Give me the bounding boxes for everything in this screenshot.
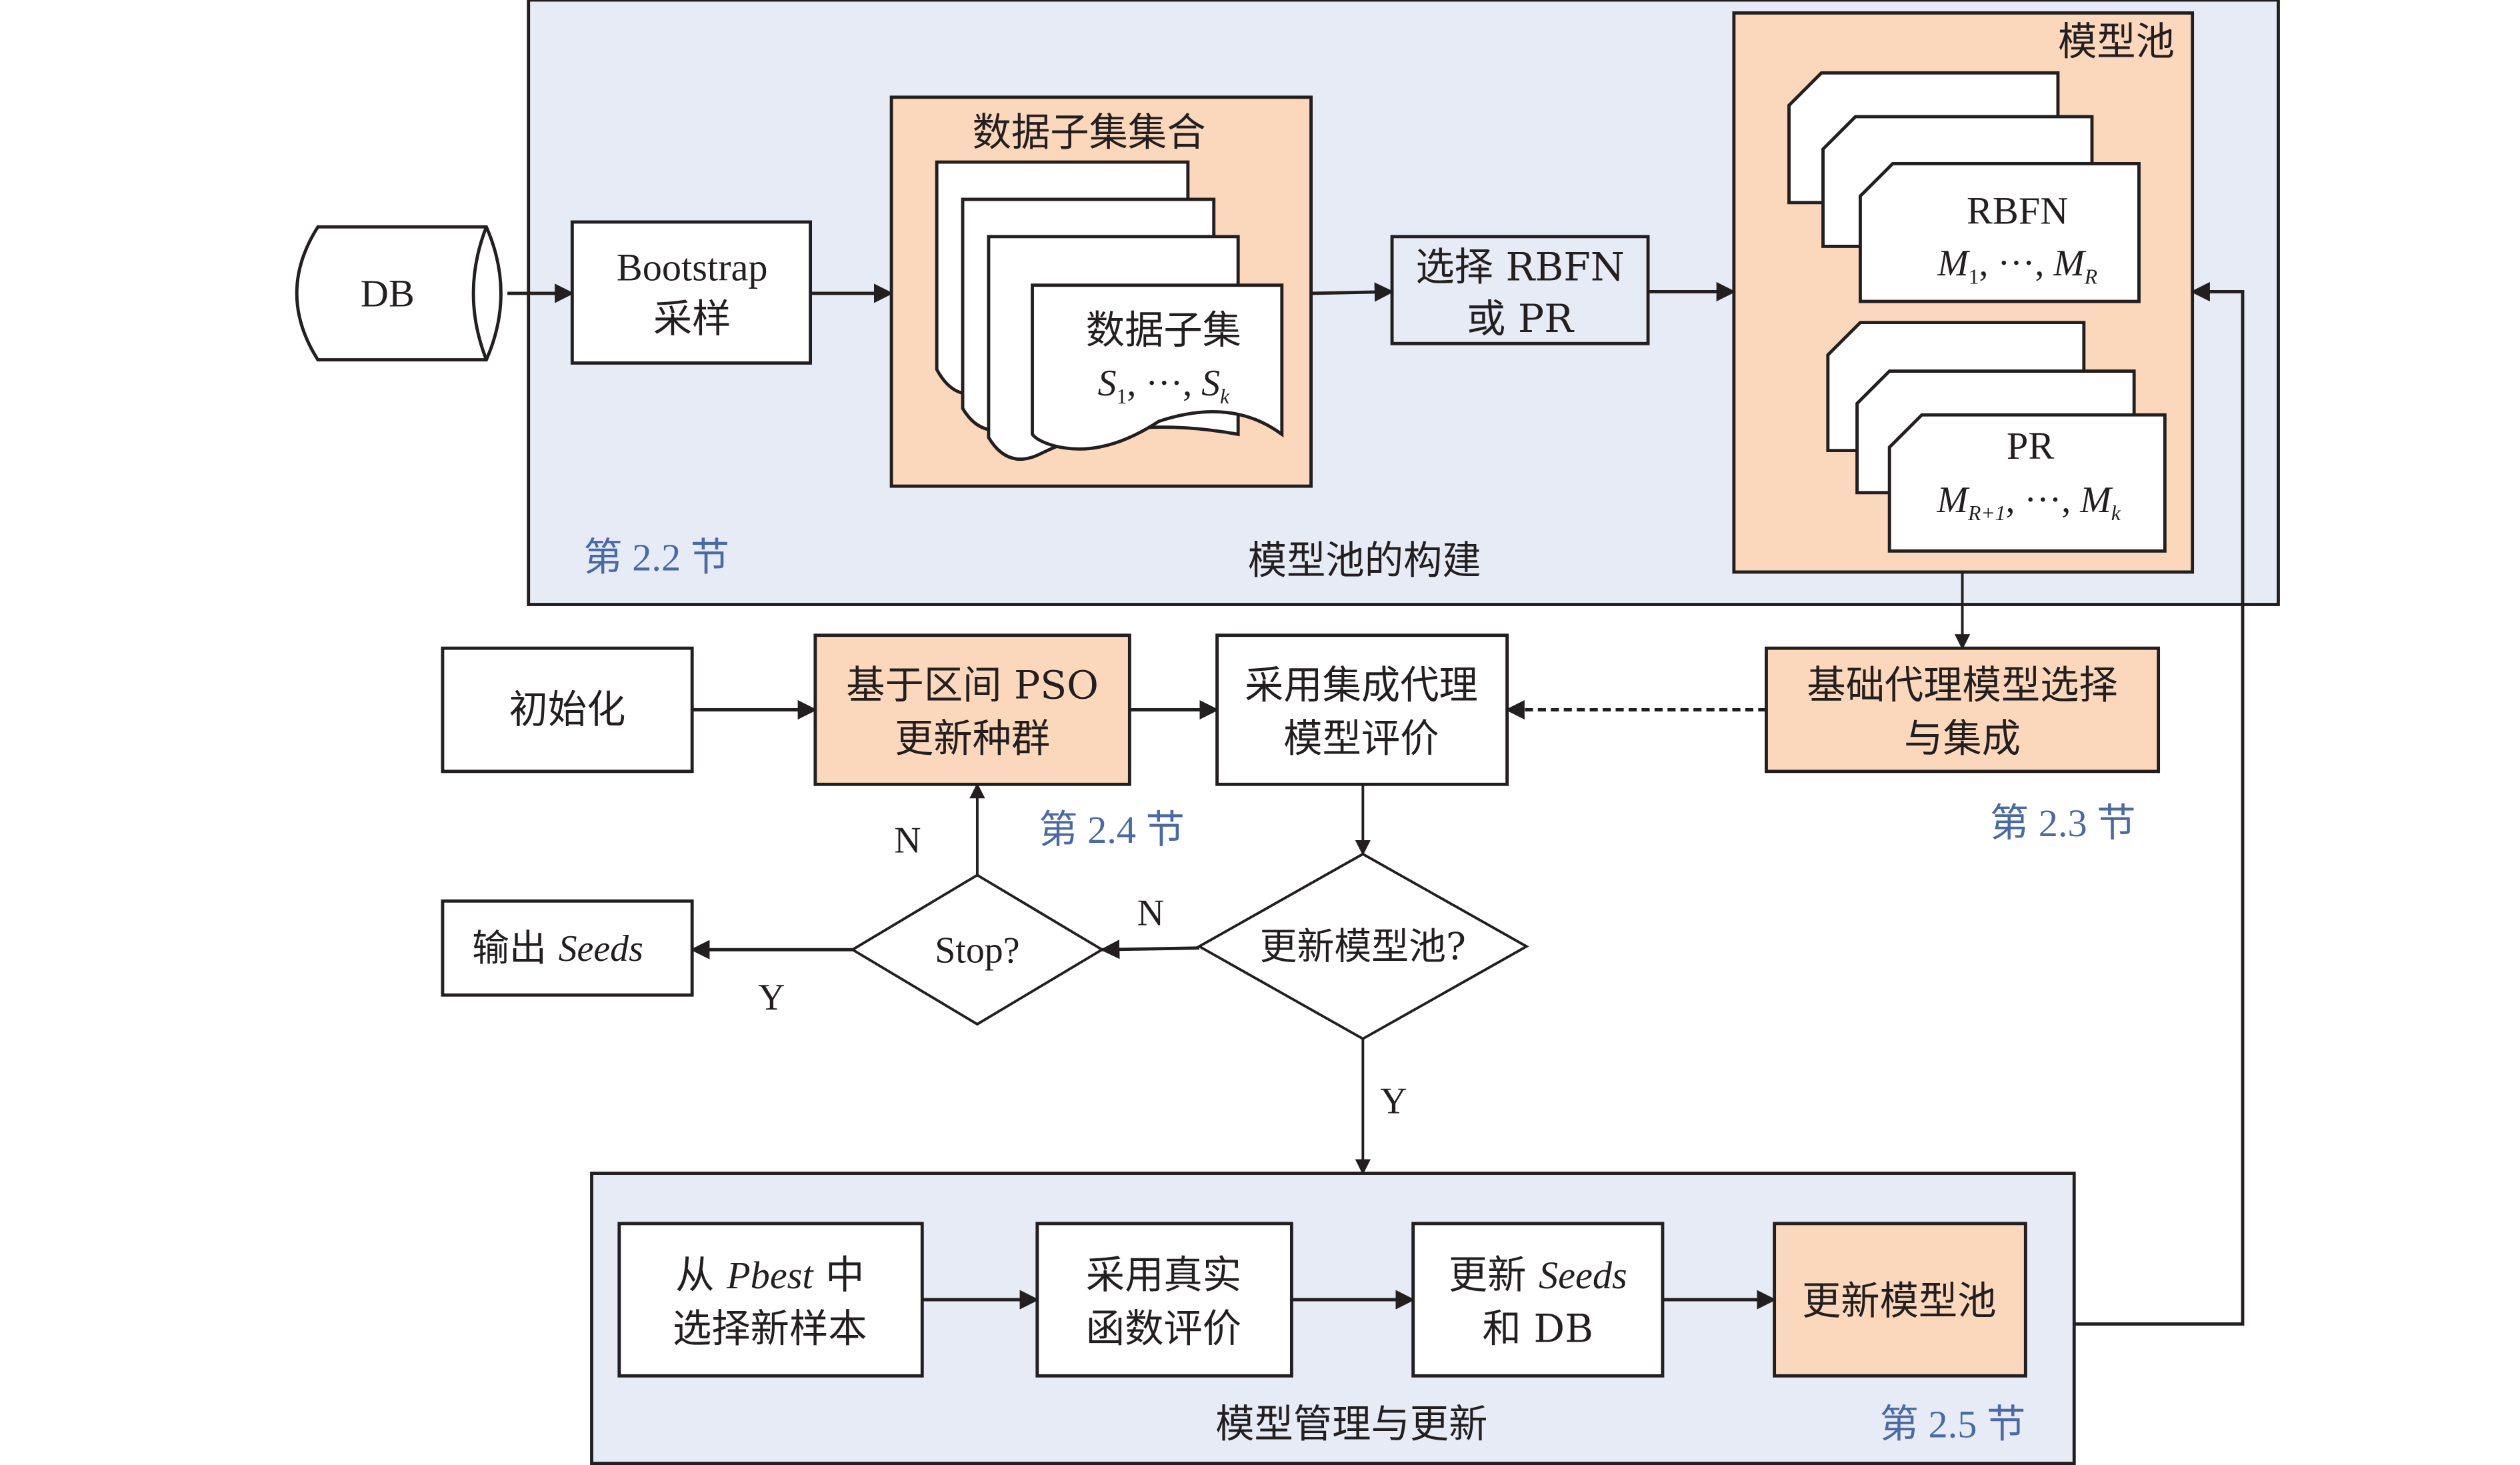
init-label: 初始化 [509,687,626,732]
edge-label-stop-yes: Y [758,977,785,1018]
ensemble-eval-line2: 模型评价 [1283,716,1439,762]
select-model-type-node[interactable]: 选择 RBFN 或 PR [1390,235,1650,345]
stop-decision[interactable]: Stop? [849,874,1105,1026]
ensemble-eval-line1: 采用集成代理 [1245,662,1478,707]
db-node[interactable]: DB [295,225,503,361]
update-model-pool-node[interactable]: 更新模型池 [1773,1222,2027,1378]
data-subset-range: S1, ···, Sk [1098,363,1230,408]
pr-card-front [1887,413,2167,553]
model-management-section: 模型管理与更新 第 2.5 节 从 Pbest 中 选择新样本 采用真实 函数评… [590,1172,2076,1465]
ensemble-eval-node[interactable]: 采用集成代理 模型评价 [1215,633,1509,786]
dataset-collection-node[interactable]: 数据子集集合 数据子集 S1, ···, Sk [889,95,1313,488]
rbfn-card-front [1858,162,2141,303]
document-sheet-front [1031,283,1284,451]
data-subset-title: 数据子集 [1086,307,1241,353]
ensemble-eval-box [1215,633,1509,786]
pr-label: PR [2007,424,2054,467]
select-model-line1: 选择 RBFN [1415,244,1624,289]
select-samples-line2: 选择新样本 [673,1306,867,1351]
bootstrap-sampling-node[interactable]: Bootstrap 采样 [570,220,813,365]
bottom-section-label: 第 2.5 节 [1880,1403,2026,1446]
init-box [441,646,694,774]
update-pool-step-label: 更新模型池 [1802,1278,1997,1324]
real-eval-line2: 函数评价 [1086,1306,1241,1351]
update-pool-box [1773,1222,2027,1378]
real-function-eval-node[interactable]: 采用真实 函数评价 [1035,1222,1293,1378]
rbfn-label: RBFN [1967,189,2068,232]
base-model-select-node[interactable]: 基础代理模型选择 与集成 [1765,646,2161,774]
stop-label: Stop? [935,930,1019,972]
output-seeds-node[interactable]: 输出 Seeds [441,899,694,997]
update-seeds-line2: 和 DB [1483,1306,1593,1351]
output-label: 输出 Seeds [472,927,643,970]
select-samples-box [617,1222,924,1378]
pso-line1: 基于区间 PSO [846,662,1099,707]
db-label: DB [361,271,415,315]
bootstrap-line1: Bootstrap [617,245,768,289]
select-new-samples-node[interactable]: 从 Pbest 中 选择新样本 [617,1222,924,1378]
arrow-update-no-to-stop [1100,940,1199,960]
update-seeds-line1: 更新 Seeds [1449,1252,1627,1298]
arrow-feedback-to-model-pool [2074,281,2245,1326]
base-select-line1: 基础代理模型选择 [1807,662,2117,707]
real-eval-box [1035,1222,1293,1378]
edge-label-update-no: N [1137,893,1164,934]
section-2-3-label: 第 2.3 节 [1990,802,2136,845]
model-pool-construction-section: 第 2.2 节 模型池的构建 DB Bootstrap 采样 数据子集集合 数据… [295,0,2280,606]
update-pool-decision[interactable]: 更新模型池? [1196,852,1529,1041]
top-section-label: 第 2.2 节 [583,535,729,579]
rbfn-models-range: M1, ···, MR [1937,243,2097,288]
stop-diamond [849,874,1105,1026]
pso-box [813,633,1131,786]
pso-line2: 更新种群 [895,716,1050,762]
select-model-box [1390,235,1650,345]
select-samples-line1: 从 Pbest 中 [675,1252,864,1298]
base-select-line2: 与集成 [1904,716,2021,762]
bootstrap-line2: 采样 [653,296,731,341]
section-2-4-label: 第 2.4 节 [1039,808,1185,852]
pr-models-range: MR+1, ···, Mk [1937,479,2121,525]
bootstrap-box [570,220,813,365]
model-pool-node[interactable]: 模型池 RBFN M1, ···, MR PR MR+1, ···, Mk [1732,11,2195,574]
edge-label-stop-no: N [894,820,921,861]
update-seeds-box [1411,1222,1665,1378]
pso-update-node[interactable]: 基于区间 PSO 更新种群 [813,633,1131,786]
init-node[interactable]: 初始化 [441,646,694,774]
db-cylinder-face [471,226,488,361]
update-pool-label: 更新模型池? [1260,926,1466,969]
edge-label-update-yes: Y [1380,1081,1407,1122]
arrow-datasets-to-select [1311,282,1394,302]
optimization-loop: 初始化 基于区间 PSO 更新种群 采用集成代理 模型评价 基础代理模型选择 与… [441,571,2161,1175]
update-seeds-db-node[interactable]: 更新 Seeds 和 DB [1411,1222,1665,1378]
dataset-collection-title: 数据子集集合 [973,110,1206,155]
real-eval-line1: 采用真实 [1086,1252,1241,1298]
top-section-title: 模型池的构建 [1248,537,1481,583]
bottom-section-title: 模型管理与更新 [1215,1402,1487,1447]
select-model-line2: 或 PR [1467,296,1575,341]
model-pool-title: 模型池 [2058,19,2175,65]
